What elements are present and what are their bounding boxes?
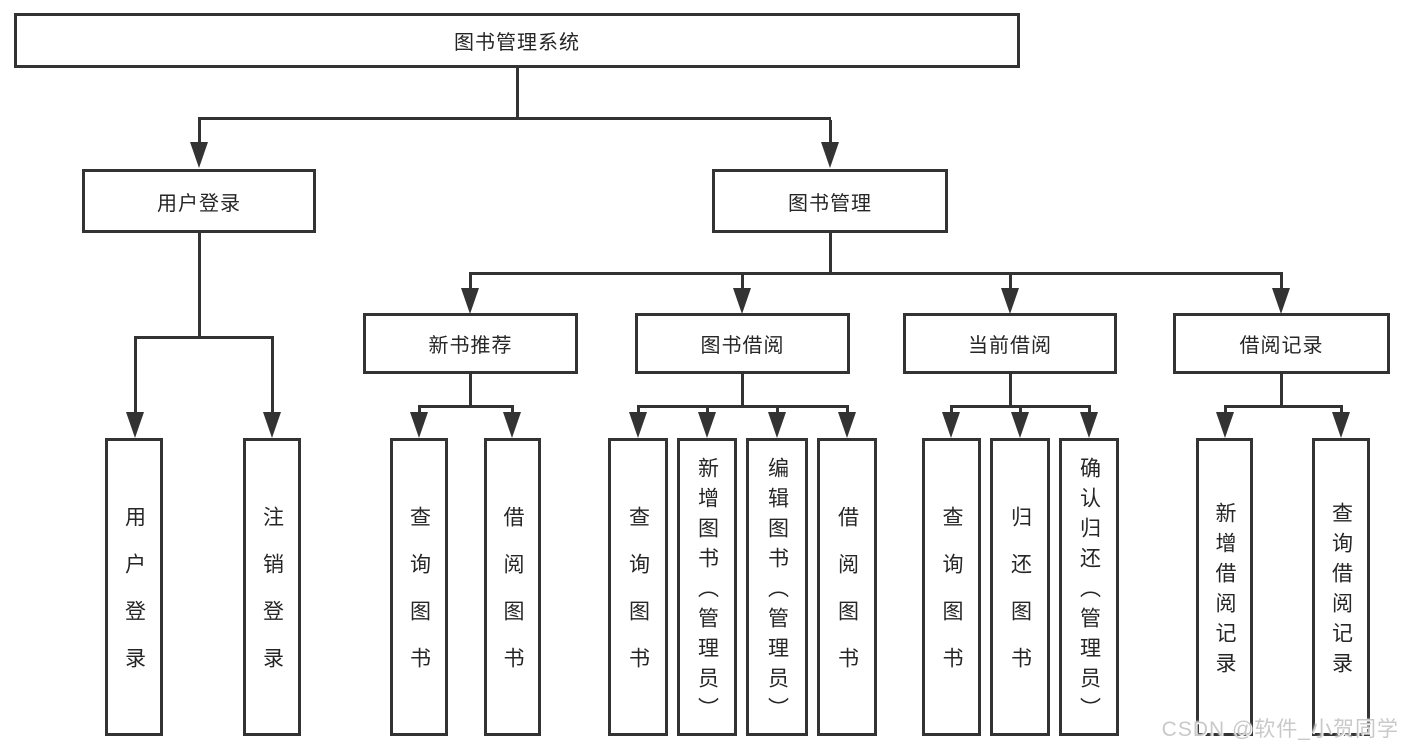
leaf-borrow-query-books-label: 查询图书 xyxy=(626,506,650,694)
arrow-to-bb-borrow xyxy=(838,412,856,438)
connector-current-stem xyxy=(1009,275,1012,291)
leaf-newbook-borrow-books-label: 借阅图书 xyxy=(501,506,524,694)
leaf-borrow-edit-books-admin: 编辑图书（管理员） xyxy=(746,438,808,736)
connector-newbook-down xyxy=(469,374,472,408)
connector-user-login-bar xyxy=(134,336,274,339)
connector-leaf-login-stem xyxy=(134,339,137,413)
leaf-newbook-query-books: 查询图书 xyxy=(390,438,448,736)
arrow-to-nb-query xyxy=(410,412,428,438)
leaf-records-add-record: 新增借阅记录 xyxy=(1196,438,1253,736)
leaf-user-login-label: 用户登录 xyxy=(122,506,146,694)
arrow-to-leaf-login xyxy=(126,412,144,438)
connector-root-stem xyxy=(516,68,519,120)
node-user-login-label: 用户登录 xyxy=(157,192,241,215)
leaf-borrow-edit-books-admin-label: 编辑图书（管理员） xyxy=(765,456,789,727)
connector-level3-bar xyxy=(469,272,1283,275)
node-book-management: 图书管理 xyxy=(712,169,948,233)
leaf-newbook-borrow-books: 借阅图书 xyxy=(484,438,541,736)
connector-book-mgmt-stem xyxy=(829,120,832,145)
node-book-borrowing-label: 图书借阅 xyxy=(700,335,785,357)
connector-borrow-stem xyxy=(741,275,744,291)
node-library-system-label: 图书管理系统 xyxy=(454,32,580,54)
arrow-to-bb-edit xyxy=(768,412,786,438)
node-book-management-label: 图书管理 xyxy=(788,192,872,215)
leaf-records-query-record-label: 查询借阅记录 xyxy=(1329,501,1353,682)
connector-book-mgmt-down xyxy=(829,233,832,275)
node-book-borrowing: 图书借阅 xyxy=(635,313,850,374)
leaf-records-add-record-label: 新增借阅记录 xyxy=(1213,501,1236,682)
connector-current-down xyxy=(1009,374,1012,408)
connector-borrow-down xyxy=(741,374,744,408)
connector-borrow-bar xyxy=(637,405,849,408)
node-new-book-recommend: 新书推荐 xyxy=(363,313,578,374)
node-borrowing-records-label: 借阅记录 xyxy=(1239,335,1324,357)
leaf-logout: 注销登录 xyxy=(243,438,301,736)
node-borrowing-records: 借阅记录 xyxy=(1173,313,1390,374)
leaf-current-return-books: 归还图书 xyxy=(990,438,1050,736)
leaf-records-query-record: 查询借阅记录 xyxy=(1312,438,1370,736)
arrow-to-book-mgmt xyxy=(821,142,839,168)
leaf-current-return-books-label: 归还图书 xyxy=(1008,506,1032,694)
arrow-to-user-login xyxy=(190,142,208,168)
arrow-to-nb-borrow xyxy=(503,412,521,438)
arrow-to-rec-query xyxy=(1332,412,1350,438)
leaf-current-query-books: 查询图书 xyxy=(922,438,981,736)
node-current-borrowing-label: 当前借阅 xyxy=(968,335,1052,357)
leaf-borrow-borrow-books: 借阅图书 xyxy=(817,438,877,736)
leaf-logout-label: 注销登录 xyxy=(260,506,284,694)
leaf-current-confirm-return-admin: 确认归还（管理员） xyxy=(1059,438,1119,736)
node-user-login: 用户登录 xyxy=(82,169,316,233)
node-library-system: 图书管理系统 xyxy=(14,13,1020,68)
arrow-to-cb-return xyxy=(1011,412,1029,438)
leaf-current-confirm-return-admin-label: 确认归还（管理员） xyxy=(1077,456,1101,727)
connector-user-login-stem xyxy=(198,120,201,145)
connector-newbook-bar xyxy=(418,405,514,408)
connector-records-down xyxy=(1280,374,1283,408)
connector-records-stem xyxy=(1280,275,1283,291)
arrow-to-cb-query xyxy=(942,412,960,438)
arrow-to-records xyxy=(1272,288,1290,314)
leaf-newbook-query-books-label: 查询图书 xyxy=(407,506,431,694)
connector-current-bar xyxy=(950,405,1091,408)
arrow-to-newbook xyxy=(461,288,479,314)
leaf-user-login: 用户登录 xyxy=(105,438,163,736)
connector-level2-bar xyxy=(198,117,831,120)
leaf-borrow-borrow-books-label: 借阅图书 xyxy=(835,506,859,694)
leaf-current-query-books-label: 查询图书 xyxy=(940,506,963,694)
arrow-to-bb-query xyxy=(629,412,647,438)
arrow-to-rec-add xyxy=(1216,412,1234,438)
arrow-to-bb-add xyxy=(698,412,716,438)
arrow-to-current xyxy=(1001,288,1019,314)
connector-newbook-stem xyxy=(469,275,472,291)
connector-leaf-logout-stem xyxy=(271,339,274,413)
node-new-book-recommend-label: 新书推荐 xyxy=(428,335,513,357)
connector-records-bar xyxy=(1224,405,1343,408)
connector-user-login-down xyxy=(198,233,201,339)
arrow-to-borrow xyxy=(733,288,751,314)
leaf-borrow-query-books: 查询图书 xyxy=(608,438,668,736)
arrow-to-leaf-logout xyxy=(263,412,281,438)
arrow-to-cb-confirm xyxy=(1080,412,1098,438)
leaf-borrow-add-books-admin: 新增图书（管理员） xyxy=(677,438,737,736)
node-current-borrowing: 当前借阅 xyxy=(903,313,1117,374)
leaf-borrow-add-books-admin-label: 新增图书（管理员） xyxy=(695,456,719,727)
csdn-watermark: CSDN @软件_小贺同学 xyxy=(1161,718,1399,741)
